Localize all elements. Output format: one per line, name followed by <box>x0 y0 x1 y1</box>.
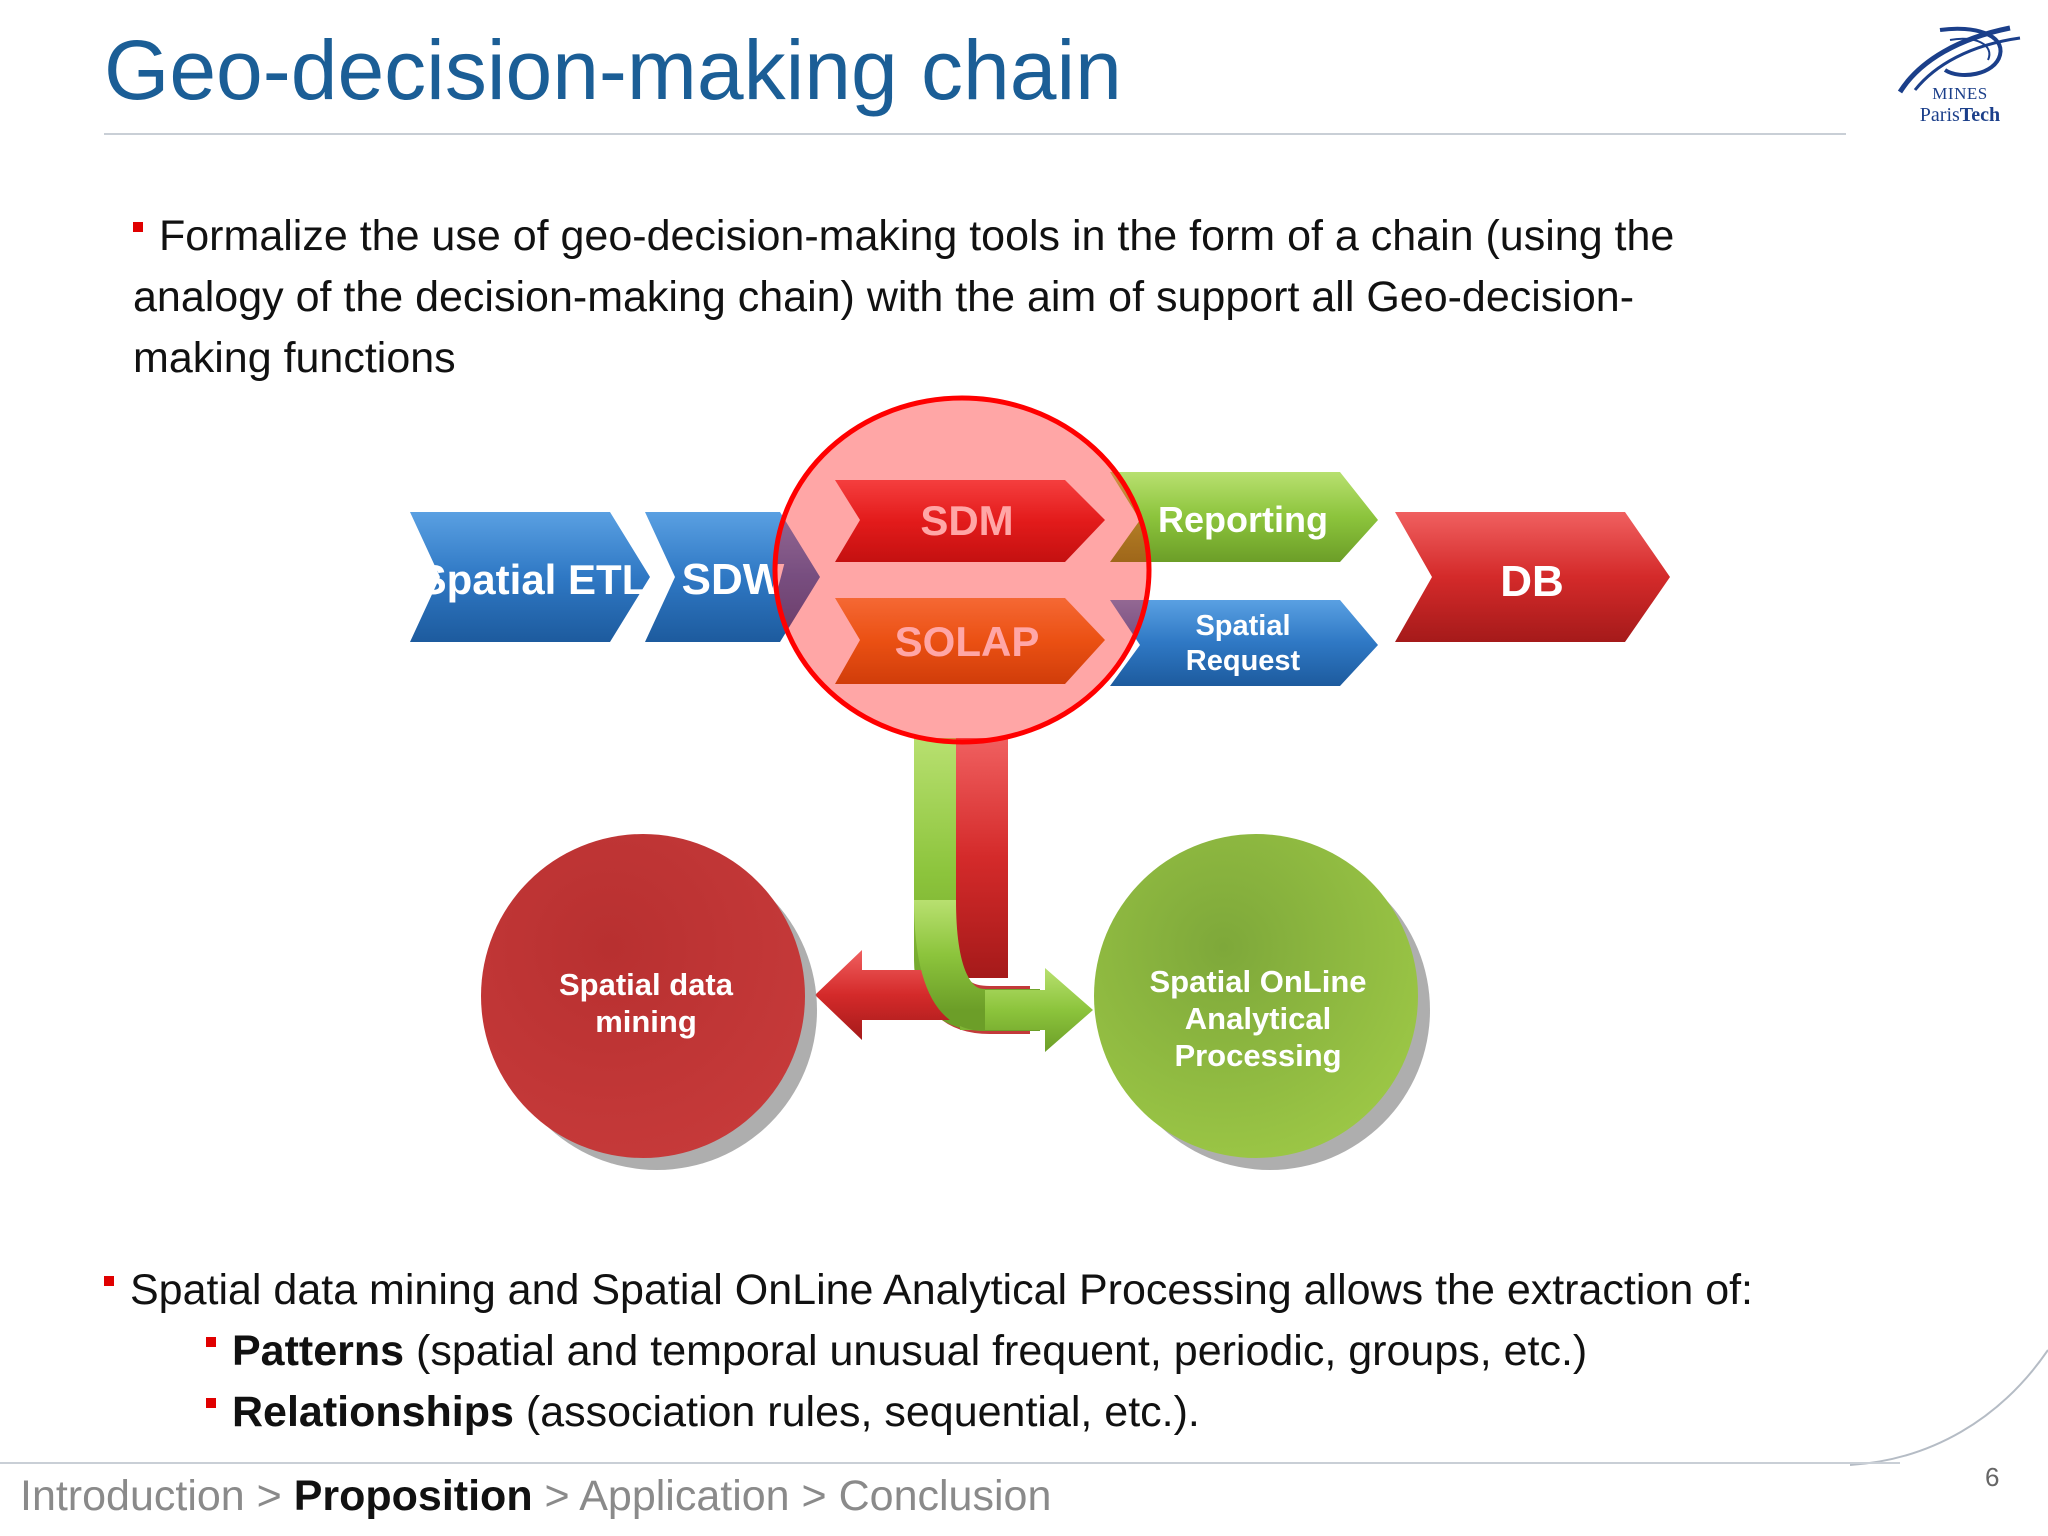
arrow-to-spatial-data-mining <box>815 950 990 1040</box>
bullet-relationships-text: (association rules, sequential, etc.). <box>513 1388 1200 1436</box>
footer-decorative-curve <box>1850 1349 2048 1466</box>
bullet-marker-icon <box>206 1337 216 1347</box>
breadcrumb: Introduction > Proposition > Application… <box>20 1472 1051 1521</box>
label-sdw: SDW <box>682 555 785 604</box>
breadcrumb-proposition: Proposition <box>293 1472 533 1520</box>
footer-divider <box>0 1462 1900 1464</box>
bullet-main-text: Spatial data mining and Spatial OnLine A… <box>130 1266 1753 1314</box>
slide-title: Geo-decision-making chain <box>104 23 1122 117</box>
bottom-bullets: Spatial data mining and Spatial OnLine A… <box>104 1260 2004 1443</box>
intro-text: Formalize the use of geo-decision-making… <box>133 212 1675 382</box>
logo-text-mines: MINES <box>1932 84 1988 103</box>
bullet-relationships-bold: Relationships <box>232 1388 514 1436</box>
breadcrumb-conclusion: Conclusion <box>838 1472 1052 1520</box>
mines-paristech-logo-icon <box>1897 25 2021 94</box>
label-solap: SOLAP <box>895 618 1040 665</box>
circle-spatial-olap <box>1094 834 1418 1158</box>
arrow-db <box>1395 512 1670 642</box>
label-sdm: SDM <box>920 497 1013 544</box>
breadcrumb-separator: > <box>244 1472 294 1520</box>
bullet-marker-icon <box>206 1398 216 1408</box>
breadcrumb-introduction: Introduction <box>20 1472 245 1520</box>
label-spatial-request-line2: Request <box>1186 645 1301 677</box>
arrow-sdm <box>835 480 1105 562</box>
label-spatial-data-mining-line2: mining <box>595 1004 697 1039</box>
logo-text-paristech: ParisTech <box>1898 104 2022 127</box>
label-reporting: Reporting <box>1158 499 1328 540</box>
highlight-circle <box>772 395 1152 745</box>
bullet-patterns-bold: Patterns <box>232 1327 405 1375</box>
label-spatial-data-mining-line1: Spatial data <box>559 967 734 1002</box>
arrow-solap <box>835 598 1105 684</box>
breadcrumb-separator: > <box>532 1472 580 1520</box>
title-divider <box>104 133 1846 135</box>
breadcrumb-application: Application <box>579 1472 790 1520</box>
arrow-to-spatial-olap <box>960 968 1093 1052</box>
circle-spatial-data-mining <box>481 834 805 1158</box>
logo-text-paris: Paris <box>1919 104 1960 126</box>
page-number: 6 <box>1985 1462 2000 1492</box>
intro-paragraph: Formalize the use of geo-decision-making… <box>133 206 1733 389</box>
bullet-main: Spatial data mining and Spatial OnLine A… <box>104 1260 2004 1321</box>
label-spatial-etl: Spatial ETL <box>419 556 648 603</box>
label-spatial-olap-line2: Analytical <box>1185 1001 1331 1036</box>
label-spatial-olap-line3: Processing <box>1174 1038 1341 1073</box>
bullet-patterns-text: (spatial and temporal unusual frequent, … <box>404 1327 1588 1375</box>
arrow-spatial-request <box>1110 600 1378 686</box>
bullet-patterns: Patterns (spatial and temporal unusual f… <box>104 1321 2004 1382</box>
label-spatial-olap-line1: Spatial OnLine <box>1149 964 1366 999</box>
arrow-spatial-etl <box>410 512 650 642</box>
arrow-sdw <box>645 512 820 642</box>
logo-text-tech: Tech <box>1959 104 2001 126</box>
bullet-marker-icon <box>104 1276 114 1286</box>
connector-green <box>914 738 1040 1031</box>
arrow-reporting <box>1110 472 1378 562</box>
bullet-marker-icon <box>133 222 143 232</box>
label-spatial-request-line1: Spatial <box>1195 610 1290 642</box>
bullet-relationships: Relationships (association rules, sequen… <box>104 1382 2004 1443</box>
breadcrumb-separator: > <box>789 1472 839 1520</box>
label-db: DB <box>1500 557 1564 606</box>
